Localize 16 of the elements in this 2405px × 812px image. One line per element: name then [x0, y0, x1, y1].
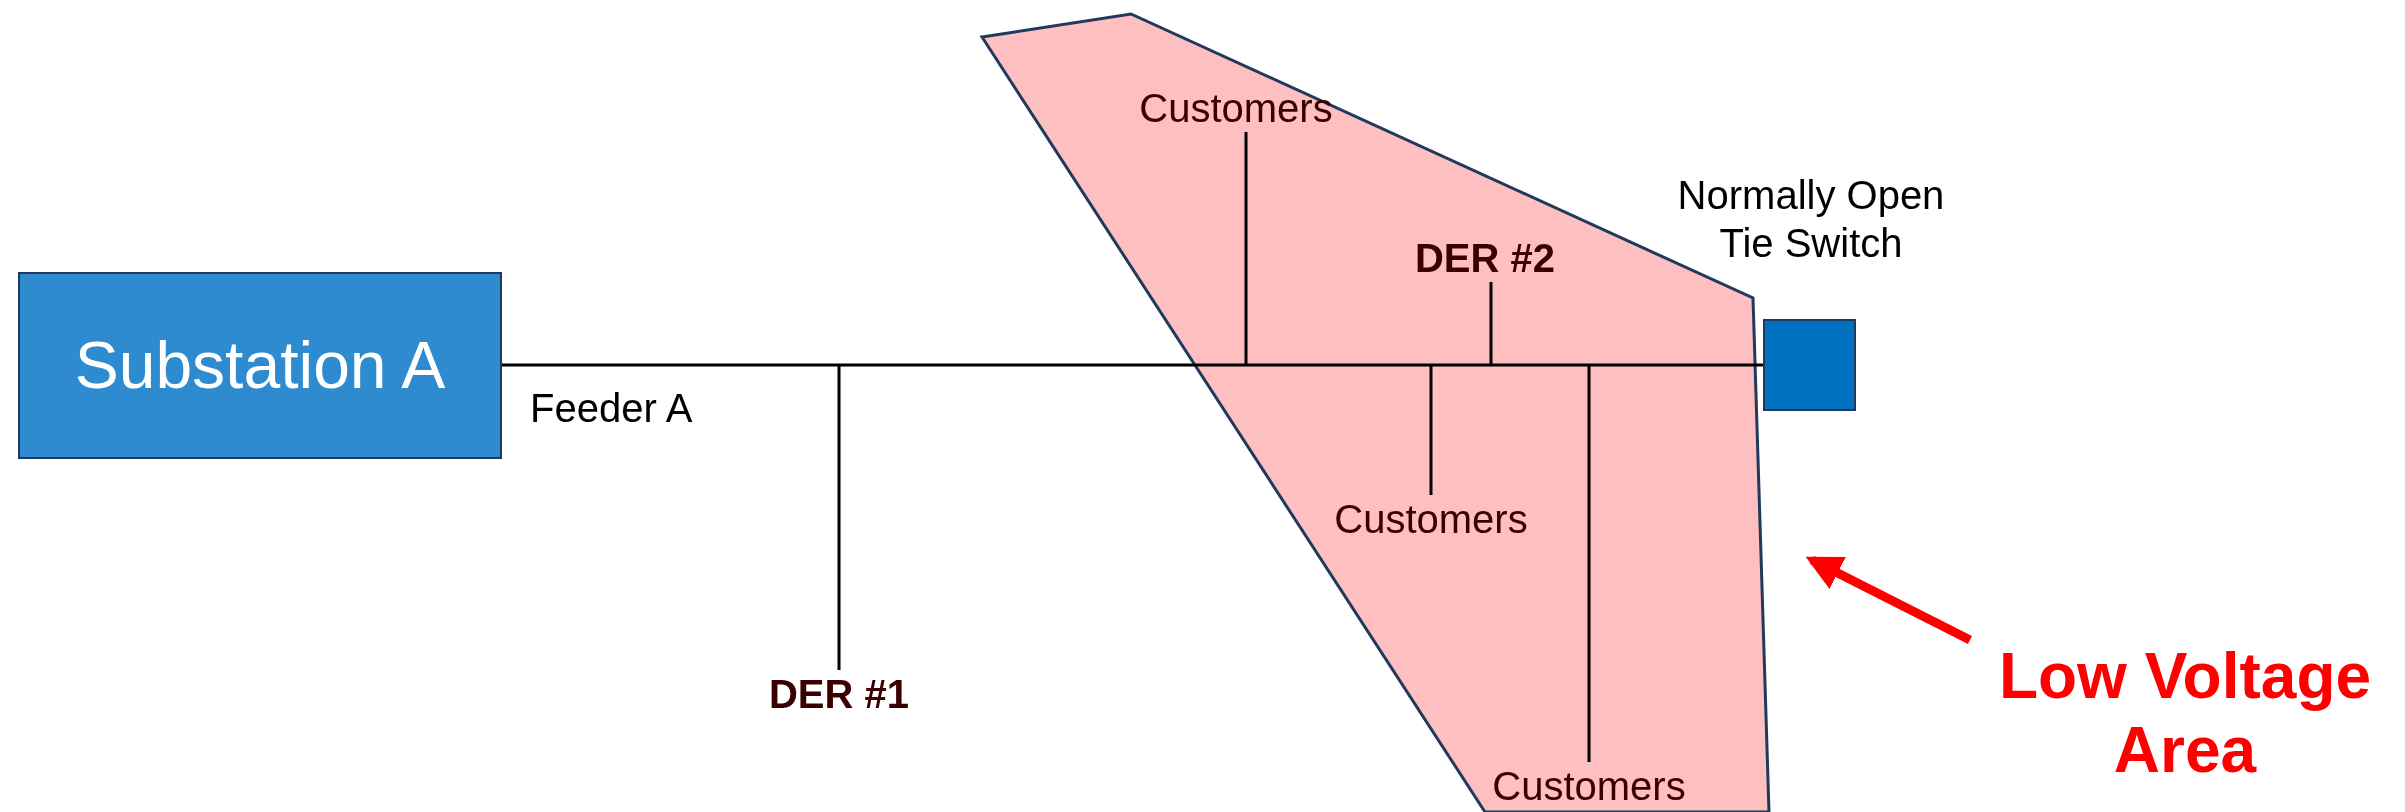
edge-label: Feeder A	[530, 385, 693, 432]
feeder-line	[1587, 365, 1591, 762]
feeder-line	[502, 363, 1763, 367]
pointer-arrow	[1805, 556, 1973, 644]
feeder-line	[1429, 365, 1433, 495]
customers-label: Customers	[1116, 84, 1356, 132]
feeder-line	[1489, 282, 1493, 365]
area-label: Low Voltage Area	[1970, 640, 2400, 800]
feeder-line	[1244, 132, 1248, 365]
switch-label: Normally Open Tie Switch	[1676, 172, 1946, 267]
der-label: DER #1	[729, 670, 949, 718]
customers-label: Customers	[1311, 495, 1551, 543]
substation-box: Substation A	[18, 272, 502, 459]
customers-label: Customers	[1469, 762, 1709, 810]
der-label: DER #2	[1375, 234, 1595, 282]
feeder-line	[837, 365, 841, 670]
